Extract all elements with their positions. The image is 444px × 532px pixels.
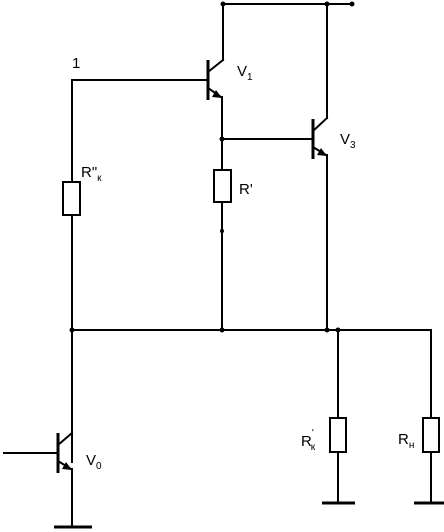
r-k2-label: R"к bbox=[81, 164, 102, 184]
v3-label: V3 bbox=[340, 131, 356, 151]
v1-label: V1 bbox=[237, 63, 253, 83]
transistor-v3 bbox=[311, 116, 329, 331]
v0-label: V0 bbox=[86, 452, 102, 472]
resistor-r-prime bbox=[213, 136, 232, 331]
node-1-wire bbox=[71, 79, 209, 331]
resistor-r-k2 bbox=[62, 181, 81, 216]
node-1-label: 1 bbox=[72, 55, 80, 72]
r-k1-label: R'к bbox=[301, 428, 316, 453]
middle-bus bbox=[69, 327, 432, 333]
transistor-v1 bbox=[206, 58, 225, 171]
r-prime-label: R' bbox=[239, 181, 253, 198]
supply-rail bbox=[220, 1, 355, 119]
r-n-label: Rн bbox=[398, 431, 414, 451]
resistor-r-n-branch bbox=[414, 329, 444, 505]
transistor-v0 bbox=[3, 329, 92, 529]
resistor-r-k1-branch bbox=[322, 329, 355, 505]
